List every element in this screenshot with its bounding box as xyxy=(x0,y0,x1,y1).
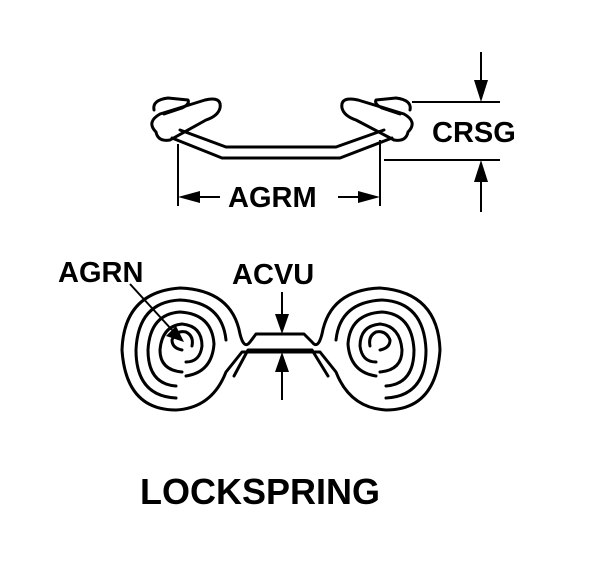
agrm-label: AGRM xyxy=(228,182,317,214)
crsg-dimension: CRSG xyxy=(384,52,516,212)
side-body-inner xyxy=(178,128,386,149)
side-left-coil xyxy=(150,96,222,142)
acvu-dimension: ACVU xyxy=(232,259,314,400)
acvu-label: ACVU xyxy=(232,259,314,291)
spring-bridge-inner xyxy=(232,348,330,378)
spiral-view: AGRN ACVU xyxy=(58,257,442,412)
left-spiral xyxy=(134,298,228,400)
diagram-title: LOCKSPRING xyxy=(140,471,380,512)
spring-outer-outline xyxy=(120,286,442,412)
crsg-label: CRSG xyxy=(432,117,516,149)
right-spiral xyxy=(334,298,428,400)
agrm-dimension: AGRM xyxy=(177,140,381,214)
side-right-coil xyxy=(340,96,414,142)
side-view: CRSG AGRM xyxy=(150,52,516,214)
side-body-outer xyxy=(170,136,394,160)
agrn-leader: AGRN xyxy=(58,257,184,342)
agrn-label: AGRN xyxy=(58,257,143,289)
